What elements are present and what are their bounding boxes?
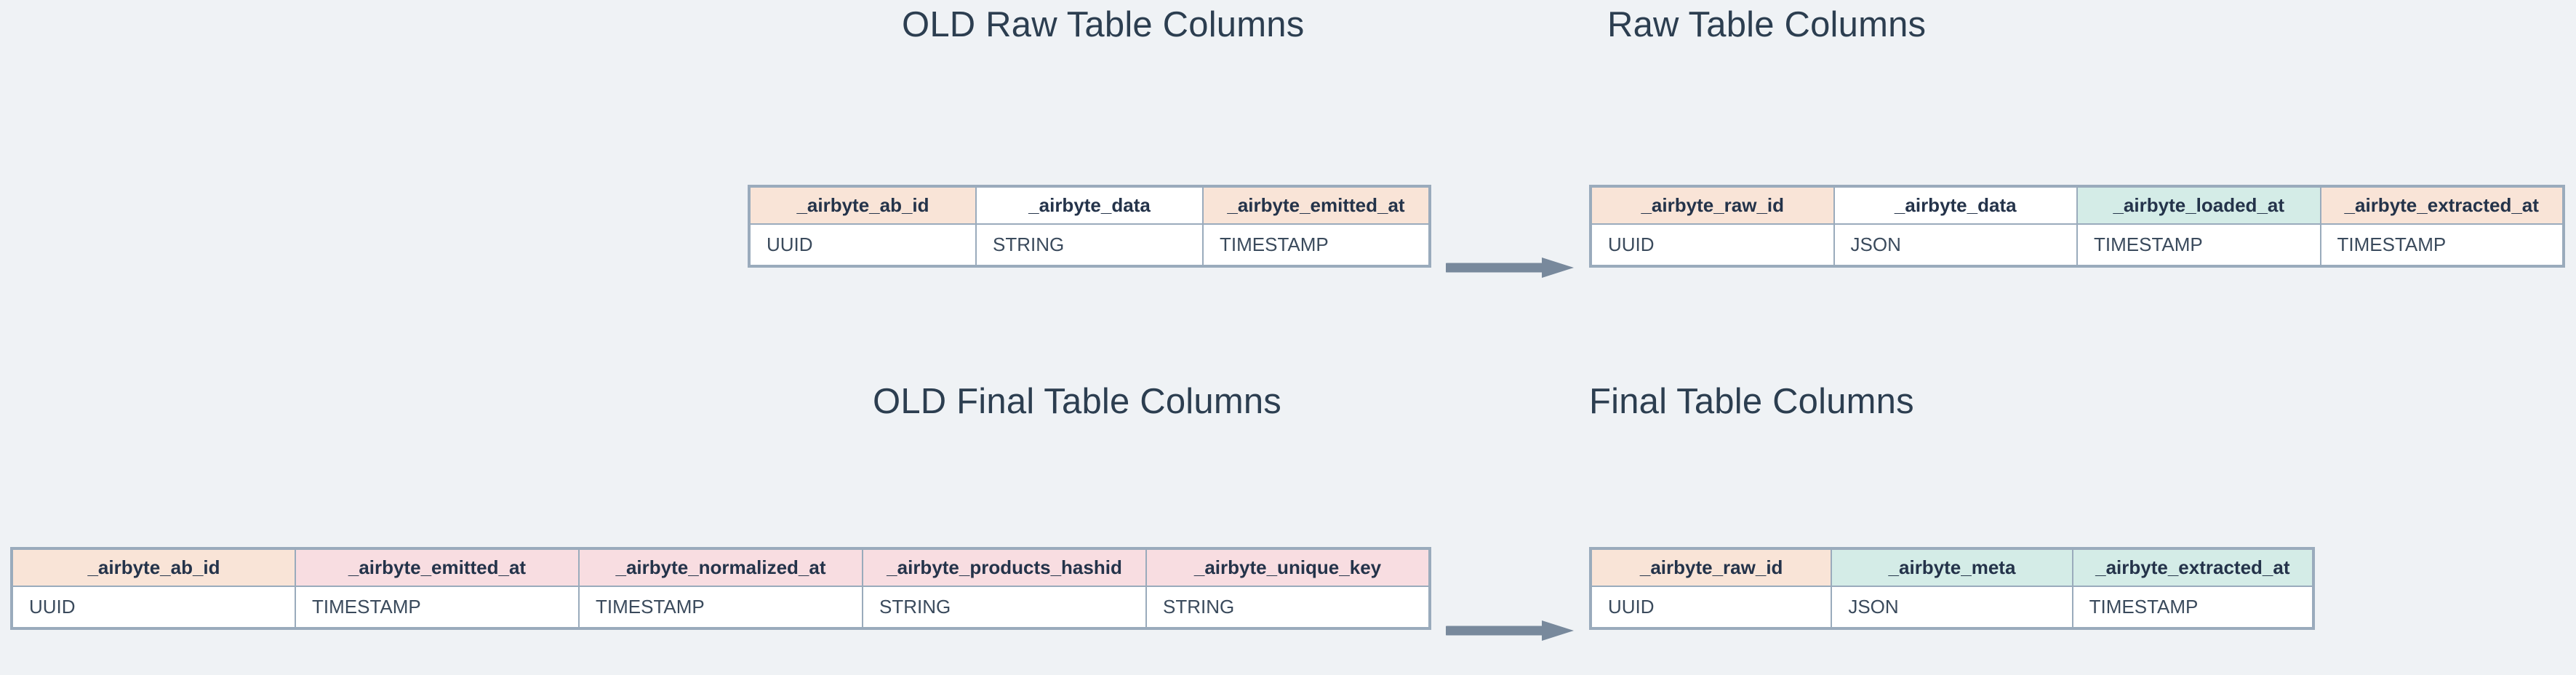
old-raw-column-type: TIMESTAMP: [1202, 223, 1431, 267]
final-column-header: _airbyte_extracted_at: [2071, 548, 2315, 587]
raw-column-header: _airbyte_raw_id: [1590, 185, 1835, 225]
final-table-title: Final Table Columns: [1589, 382, 1914, 421]
table-header-row: _airbyte_ab_id_airbyte_data_airbyte_emit…: [748, 185, 1431, 225]
raw-column-type: TIMESTAMP: [2319, 223, 2564, 267]
final-column-header: _airbyte_raw_id: [1589, 548, 1833, 587]
old-raw-column-header: _airbyte_data: [975, 185, 1204, 225]
old-raw-column-type: UUID: [748, 223, 977, 267]
old-final-column-header: _airbyte_emitted_at: [295, 548, 580, 587]
old-final-column-type: STRING: [1145, 586, 1431, 629]
raw-column-type: UUID: [1590, 223, 1835, 267]
raw-transition-arrow: [1446, 256, 1577, 279]
old-raw-column-header: _airbyte_ab_id: [748, 185, 977, 225]
final-table: _airbyte_raw_id_airbyte_meta_airbyte_ext…: [1589, 547, 2315, 630]
raw-column-type: TIMESTAMP: [2076, 223, 2321, 267]
old-final-table: _airbyte_ab_id_airbyte_emitted_at_airbyt…: [10, 547, 1431, 630]
final-column-type: TIMESTAMP: [2071, 586, 2315, 629]
old-final-column-type: UUID: [11, 586, 296, 629]
right-arrow-icon: [1446, 620, 1574, 641]
raw-table-title: Raw Table Columns: [1607, 5, 1927, 44]
table-header-row: _airbyte_raw_id_airbyte_data_airbyte_loa…: [1590, 185, 2564, 225]
old-final-column-header: _airbyte_products_hashid: [862, 548, 1147, 587]
old-final-column-type: TIMESTAMP: [295, 586, 580, 629]
old-raw-column-header: _airbyte_emitted_at: [1202, 185, 1431, 225]
old-final-column-type: STRING: [862, 586, 1147, 629]
raw-column-type: JSON: [1833, 223, 2078, 267]
final-transition-arrow: [1446, 619, 1577, 642]
old-raw-column-type: STRING: [975, 223, 1204, 267]
final-column-type: JSON: [1831, 586, 2073, 629]
old-raw-table: _airbyte_ab_id_airbyte_data_airbyte_emit…: [748, 185, 1431, 268]
table-header-row: _airbyte_ab_id_airbyte_emitted_at_airbyt…: [11, 548, 1431, 587]
final-column-type: UUID: [1589, 586, 1833, 629]
table-header-row: _airbyte_raw_id_airbyte_meta_airbyte_ext…: [1589, 548, 2315, 587]
old-final-column-header: _airbyte_ab_id: [11, 548, 296, 587]
raw-table: _airbyte_raw_id_airbyte_data_airbyte_loa…: [1589, 185, 2565, 268]
old-raw-table-title: OLD Raw Table Columns: [902, 5, 1305, 44]
right-arrow-icon: [1446, 257, 1574, 278]
old-final-column-header: _airbyte_normalized_at: [578, 548, 863, 587]
old-final-column-type: TIMESTAMP: [578, 586, 863, 629]
final-column-header: _airbyte_meta: [1831, 548, 2073, 587]
raw-column-header: _airbyte_loaded_at: [2076, 185, 2321, 225]
raw-column-header: _airbyte_data: [1833, 185, 2078, 225]
old-final-table-title: OLD Final Table Columns: [873, 382, 1281, 421]
old-final-column-header: _airbyte_unique_key: [1145, 548, 1431, 587]
raw-column-header: _airbyte_extracted_at: [2319, 185, 2564, 225]
